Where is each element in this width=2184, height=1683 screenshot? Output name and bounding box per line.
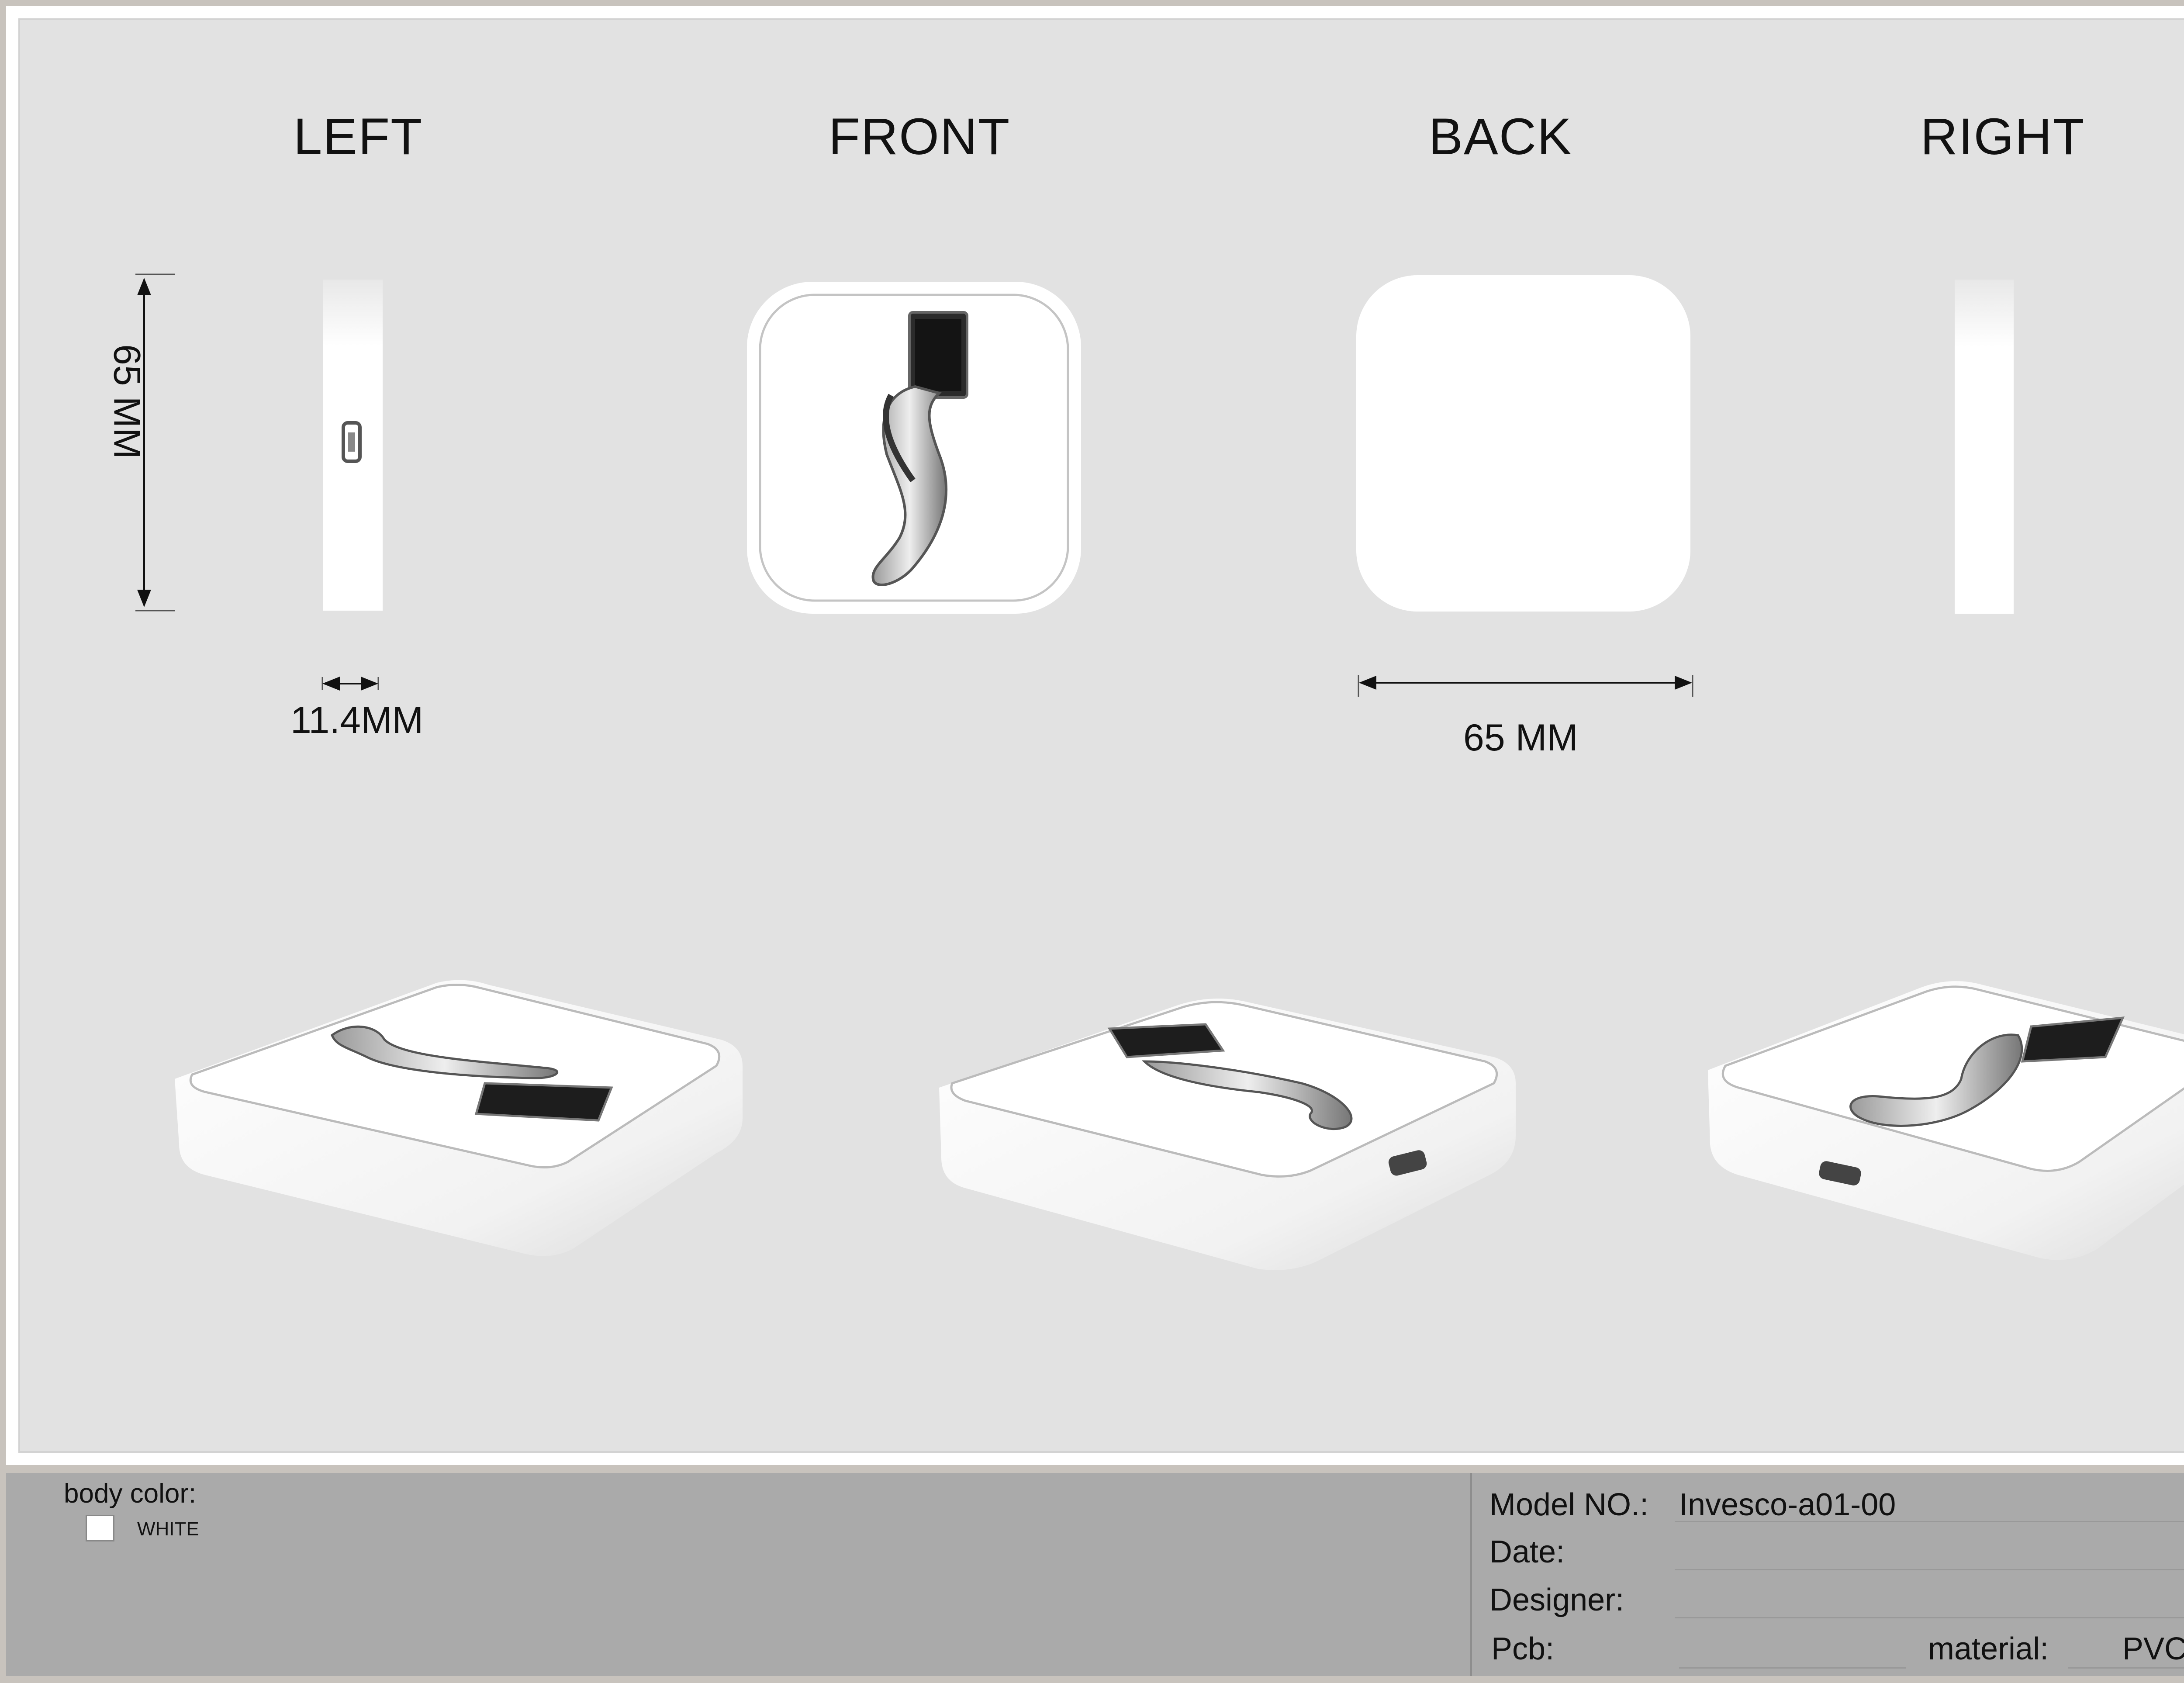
laryngoscope-blade-icon bbox=[330, 1025, 559, 1079]
thickness-dimension-label: 11.4MM bbox=[290, 699, 424, 741]
perspective-view-1 bbox=[175, 980, 743, 1256]
view-label-front: FRONT bbox=[828, 108, 1011, 166]
height-dimension bbox=[135, 273, 175, 612]
date-label: Date: bbox=[1489, 1534, 1565, 1569]
usb-port-icon bbox=[1388, 1150, 1427, 1176]
laryngoscope-screen-icon bbox=[2021, 1016, 2125, 1063]
view-label-left: LEFT bbox=[293, 108, 423, 166]
width-dimension bbox=[1358, 675, 1693, 697]
view-label-right: RIGHT bbox=[1920, 108, 2085, 166]
back-body bbox=[1356, 275, 1690, 612]
title-block-divider bbox=[1470, 1473, 1472, 1676]
laryngoscope-blade-icon bbox=[1849, 1033, 2023, 1127]
width-dimension-label: 65 MM bbox=[1463, 717, 1578, 759]
pcb-label: Pcb: bbox=[1491, 1631, 1555, 1666]
material-label: material: bbox=[1928, 1631, 2049, 1666]
right-side-profile bbox=[1955, 280, 2014, 614]
left-view bbox=[323, 280, 383, 611]
usb-port-icon bbox=[1819, 1161, 1861, 1185]
base-lid bbox=[950, 1001, 1498, 1178]
model-value: Invesco-a01-00 bbox=[1679, 1487, 1896, 1522]
body-color-value: WHITE bbox=[137, 1518, 199, 1540]
height-dimension-label: 65 MM bbox=[106, 344, 148, 459]
perspective-view-3 bbox=[1708, 981, 2184, 1260]
base-lid bbox=[189, 983, 721, 1168]
designer-label: Designer: bbox=[1489, 1583, 1624, 1617]
laryngoscope-blade-icon bbox=[1141, 1060, 1353, 1130]
view-label-back: BACK bbox=[1428, 108, 1572, 166]
laryngoscope-screen-icon bbox=[474, 1082, 613, 1122]
drawing-frame bbox=[6, 6, 2184, 1465]
material-value: PVC bbox=[2122, 1631, 2184, 1666]
model-label: Model NO.: bbox=[1489, 1487, 1649, 1522]
title-block: body color: WHITE Model NO.: Invesco-a01… bbox=[6, 1473, 2184, 1676]
back-view bbox=[1356, 275, 1690, 612]
body-color-label: body color: bbox=[64, 1479, 197, 1509]
right-view bbox=[1955, 280, 2014, 614]
laryngoscope-screen-icon bbox=[1107, 1023, 1225, 1058]
body-color-swatch bbox=[86, 1515, 114, 1541]
perspective-view-2 bbox=[939, 999, 1516, 1270]
front-view bbox=[747, 282, 1081, 614]
thickness-dimension bbox=[321, 677, 379, 691]
